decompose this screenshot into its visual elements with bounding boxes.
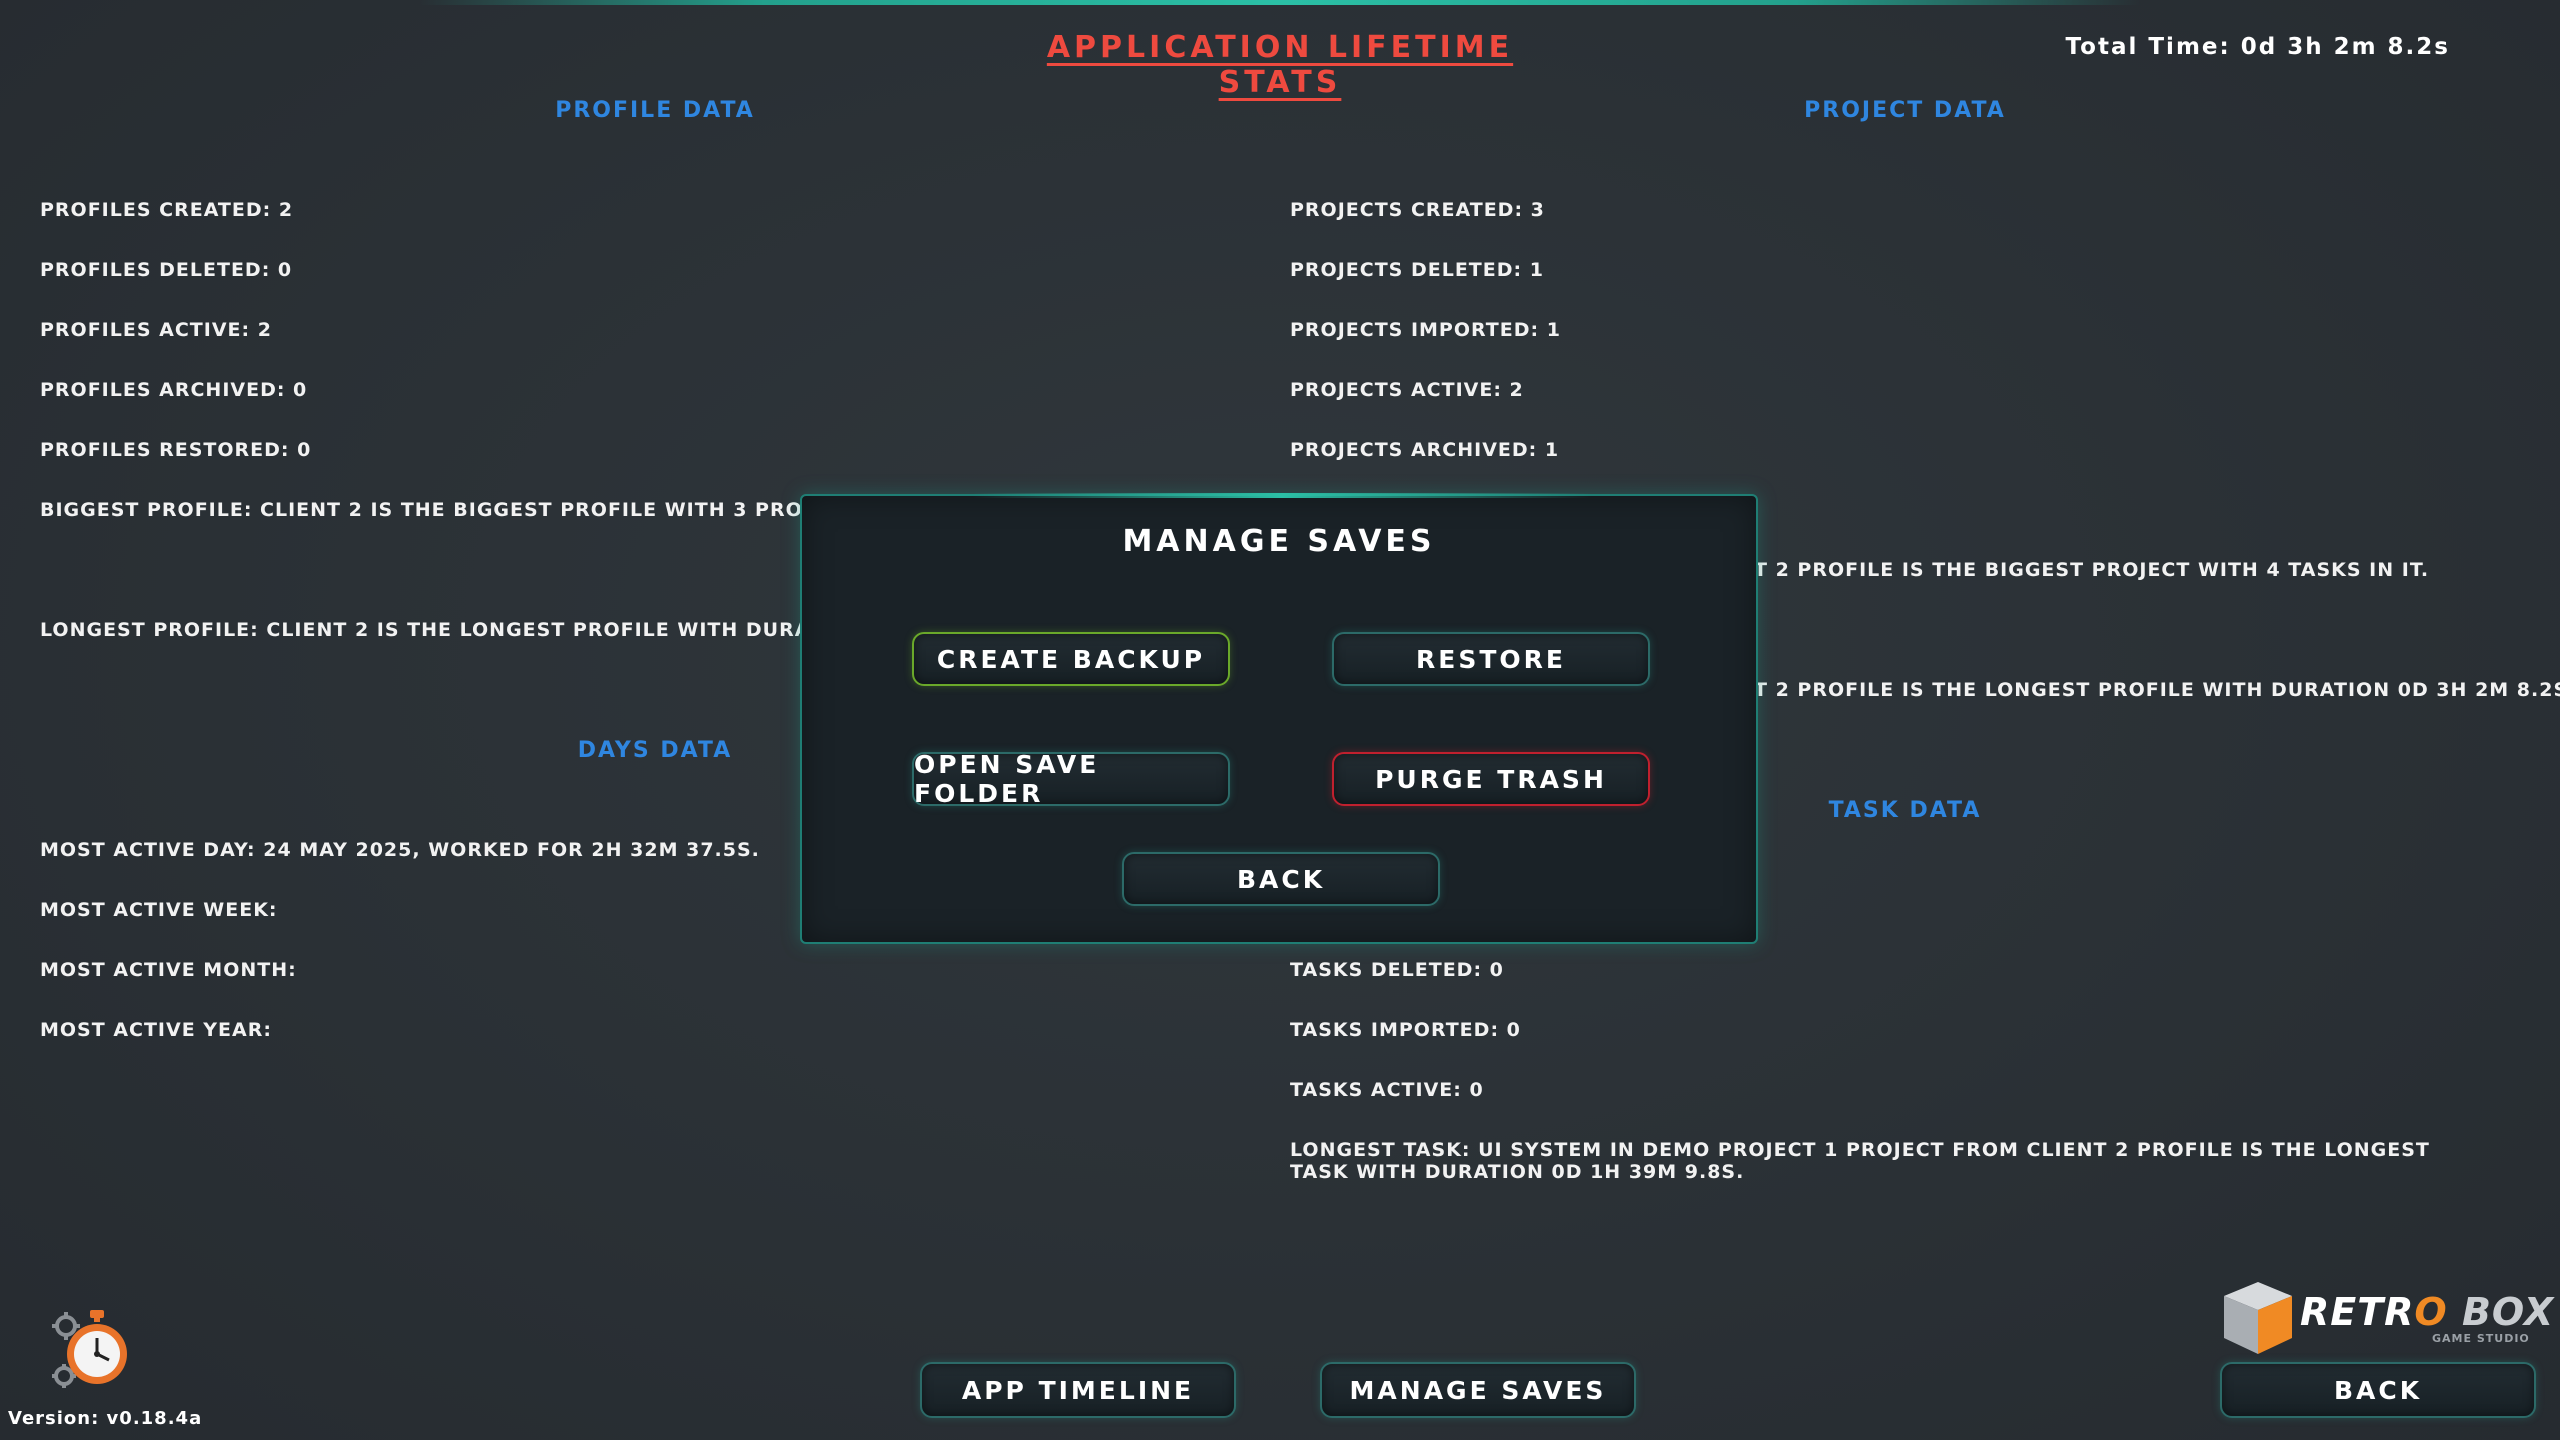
brand-name-part2: O	[2414, 1290, 2448, 1334]
restore-button[interactable]: Restore	[1332, 632, 1650, 686]
most-active-year: Most Active Year:	[40, 1019, 272, 1041]
most-active-week: Most Active Week:	[40, 899, 278, 921]
modal-glow-bar	[972, 493, 1592, 498]
project-data-title: Project Data	[1804, 98, 2006, 123]
page-title: Application Lifetime Stats	[1046, 30, 1514, 100]
open-save-folder-button[interactable]: Open Save Folder	[912, 750, 1230, 808]
modal-title: Manage Saves	[1122, 524, 1436, 559]
tasks-active: Tasks Active: 0	[1290, 1079, 1484, 1101]
profiles-archived: Profiles Archived: 0	[40, 379, 308, 401]
retro-box-logo: RETRO BOX GAME STUDIO	[2220, 1278, 2553, 1358]
total-time-value: 0d 3h 2m 8.2s	[2240, 34, 2450, 60]
profiles-deleted: Profiles Deleted: 0	[40, 259, 293, 281]
version-label: Version: v0.18.4a	[8, 1408, 203, 1429]
total-time-label: Total Time:	[2065, 34, 2241, 60]
longest-task: Longest Task: UI System in Demo Project …	[1290, 1139, 2430, 1183]
cube-icon	[2224, 1282, 2292, 1354]
total-time: Total Time: 0d 3h 2m 8.2s	[2066, 34, 2450, 60]
brand-subtitle: GAME STUDIO	[2432, 1332, 2530, 1345]
app-timeline-button[interactable]: App Timeline	[920, 1362, 1236, 1418]
purge-trash-button[interactable]: Purge Trash	[1332, 752, 1650, 806]
biggest-profile: Biggest Profile: Client 2 is the biggest…	[40, 499, 936, 521]
create-backup-button[interactable]: Create Backup	[912, 632, 1230, 686]
tasks-deleted: Tasks Deleted: 0	[1290, 959, 1504, 981]
projects-active: Projects Active: 2	[1290, 379, 1524, 401]
brand-name: RETRO BOX	[2300, 1290, 2554, 1334]
projects-deleted: Projects Deleted: 1	[1290, 259, 1544, 281]
longest-project: t 2 profile is the longest profile with …	[1754, 679, 2560, 701]
brand-name-part1: RETR	[2300, 1290, 2415, 1334]
most-active-day: Most Active Day: 24 May 2025, worked for…	[40, 839, 760, 861]
manage-saves-modal: Manage Saves Create Backup Restore Open …	[800, 493, 1758, 944]
most-active-month: Most Active Month:	[40, 959, 297, 981]
profile-data-title: Profile Data	[555, 98, 755, 123]
days-data-title: Days Data	[577, 738, 733, 763]
back-button[interactable]: Back	[2220, 1362, 2536, 1418]
tasks-imported: Tasks Imported: 0	[1290, 1019, 1521, 1041]
projects-archived: Projects Archived: 1	[1290, 439, 1560, 461]
longest-profile: Longest Profile: Client 2 is the longest…	[40, 619, 985, 641]
brand-name-part3: BOX	[2447, 1290, 2555, 1334]
task-data-title: Task Data	[1828, 798, 1982, 823]
top-glow-bar	[420, 0, 2140, 5]
profiles-created: Profiles Created: 2	[40, 199, 294, 221]
modal-back-button[interactable]: Back	[1122, 852, 1440, 906]
profiles-active: Profiles Active: 2	[40, 319, 272, 341]
manage-saves-button[interactable]: Manage Saves	[1320, 1362, 1636, 1418]
biggest-project: t 2 profile is the biggest project with …	[1754, 559, 2430, 581]
profiles-restored: Profiles Restored: 0	[40, 439, 312, 461]
projects-created: Projects Created: 3	[1290, 199, 1545, 221]
stopwatch-gear-icon	[52, 1310, 127, 1388]
projects-imported: Projects Imported: 1	[1290, 319, 1561, 341]
